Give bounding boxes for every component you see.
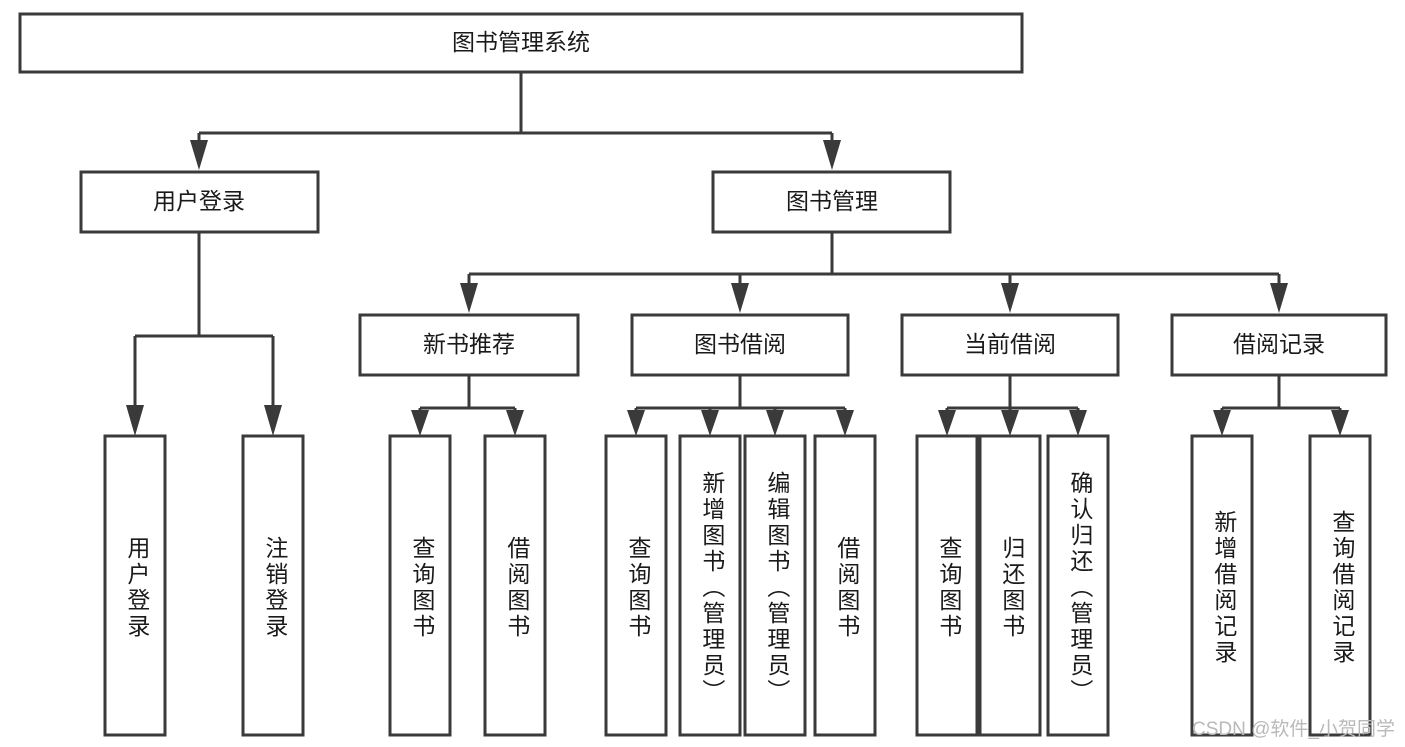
csdn-watermark: CSDN @软件_小贺同学 xyxy=(1192,719,1395,740)
arrow-head-leaf-user-login xyxy=(126,405,144,436)
node-borrow-record-box[interactable] xyxy=(1170,313,1388,377)
arrow-head-user-login xyxy=(190,140,208,170)
node-leaf-add-record-label: 新增借阅记录 xyxy=(1211,510,1238,666)
arrow-head-leaf-confirm-return xyxy=(1069,410,1087,436)
node-leaf-borrow-book-2-label: 借阅图书 xyxy=(834,536,861,640)
node-leaf-logout-login-label: 注销登录 xyxy=(262,536,289,640)
connector-root-to-level2 xyxy=(190,72,841,170)
node-leaf-query-book-3-box[interactable] xyxy=(915,434,979,737)
node-current-borrow-box[interactable] xyxy=(900,313,1120,377)
node-leaf-edit-book[interactable]: 编辑图书（管理员） xyxy=(743,434,807,737)
node-leaf-borrow-book-1-box[interactable] xyxy=(483,434,547,737)
node-book-borrow-box[interactable] xyxy=(630,313,850,377)
arrow-head-leaf-add-record xyxy=(1213,410,1231,436)
node-leaf-borrow-book-1-label: 借阅图书 xyxy=(504,536,531,640)
node-leaf-user-login-box[interactable] xyxy=(103,434,167,737)
arrow-head-current-borrow xyxy=(1001,283,1019,313)
node-book-management[interactable]: 图书管理 xyxy=(711,170,952,234)
node-leaf-borrow-book-1[interactable]: 借阅图书 xyxy=(483,434,547,737)
node-leaf-confirm-return-label: 确认归还（管理员） xyxy=(1067,471,1094,705)
arrow-head-book-management xyxy=(823,140,841,170)
node-borrow-record-label: 借阅记录 xyxy=(1233,331,1325,357)
node-leaf-borrow-book-2[interactable]: 借阅图书 xyxy=(813,434,877,737)
arrow-head-leaf-return-book xyxy=(1001,410,1019,436)
arrow-head-leaf-query-book-3 xyxy=(938,410,956,436)
arrow-head-new-book-recommend xyxy=(460,283,478,313)
node-leaf-query-book-3-label: 查询图书 xyxy=(936,536,963,640)
node-new-book-recommend-box[interactable] xyxy=(358,313,580,377)
node-leaf-query-book-2-box[interactable] xyxy=(604,434,668,737)
arrow-head-leaf-edit-book xyxy=(766,410,784,436)
node-leaf-query-book-1-label: 查询图书 xyxy=(409,536,436,640)
arrow-head-leaf-borrow-book-1 xyxy=(506,410,524,436)
connector-new-book-recommend-children xyxy=(411,375,524,436)
node-book-borrow[interactable]: 图书借阅 xyxy=(630,313,850,377)
arrow-head-leaf-logout-login xyxy=(264,405,282,436)
node-leaf-user-login-label: 用户登录 xyxy=(124,536,151,640)
connector-current-borrow-children xyxy=(938,375,1087,436)
node-leaf-add-book[interactable]: 新增图书（管理员） xyxy=(678,434,742,737)
arrow-head-leaf-query-book-1 xyxy=(411,410,429,436)
connector-borrow-record-children xyxy=(1213,375,1349,436)
node-leaf-query-book-2-label: 查询图书 xyxy=(625,536,652,640)
node-leaf-query-book-2[interactable]: 查询图书 xyxy=(604,434,668,737)
node-leaf-edit-book-label: 编辑图书（管理员） xyxy=(764,471,791,705)
connector-user-login-children xyxy=(126,232,282,436)
node-leaf-add-record[interactable]: 新增借阅记录 xyxy=(1190,434,1254,737)
node-leaf-query-book-3[interactable]: 查询图书 xyxy=(915,434,979,737)
node-borrow-record[interactable]: 借阅记录 xyxy=(1170,313,1388,377)
node-leaf-add-book-box[interactable] xyxy=(678,434,742,737)
arrow-head-leaf-query-record xyxy=(1331,410,1349,436)
node-leaf-query-book-1[interactable]: 查询图书 xyxy=(388,434,452,737)
node-leaf-edit-book-box[interactable] xyxy=(743,434,807,737)
node-root-box[interactable] xyxy=(18,12,1024,74)
arrow-head-borrow-record xyxy=(1270,283,1288,313)
node-leaf-return-book-box[interactable] xyxy=(978,434,1042,737)
node-user-login[interactable]: 用户登录 xyxy=(79,170,320,234)
node-leaf-query-record[interactable]: 查询借阅记录 xyxy=(1308,434,1372,737)
node-leaf-user-login[interactable]: 用户登录 xyxy=(103,434,167,737)
node-leaf-add-record-box[interactable] xyxy=(1190,434,1254,737)
connector-book-management-children xyxy=(460,232,1288,313)
node-leaf-add-book-label: 新增图书（管理员） xyxy=(699,471,726,705)
node-leaf-return-book[interactable]: 归还图书 xyxy=(978,434,1042,737)
node-leaf-query-record-box[interactable] xyxy=(1308,434,1372,737)
node-leaf-borrow-book-2-box[interactable] xyxy=(813,434,877,737)
node-new-book-recommend-label: 新书推荐 xyxy=(423,331,515,357)
node-current-borrow-label: 当前借阅 xyxy=(964,331,1056,357)
arrow-head-leaf-query-book-2 xyxy=(627,410,645,436)
node-leaf-logout-login-box[interactable] xyxy=(241,434,305,737)
node-book-management-box[interactable] xyxy=(711,170,952,234)
node-user-login-box[interactable] xyxy=(79,170,320,234)
arrow-head-leaf-add-book xyxy=(701,410,719,436)
node-root-label: 图书管理系统 xyxy=(452,29,590,55)
node-book-borrow-label: 图书借阅 xyxy=(694,331,786,357)
node-leaf-confirm-return[interactable]: 确认归还（管理员） xyxy=(1046,434,1110,737)
node-leaf-return-book-label: 归还图书 xyxy=(999,536,1026,640)
node-current-borrow[interactable]: 当前借阅 xyxy=(900,313,1120,377)
node-leaf-confirm-return-box[interactable] xyxy=(1046,434,1110,737)
node-leaf-query-book-1-box[interactable] xyxy=(388,434,452,737)
arrow-head-book-borrow xyxy=(731,283,749,313)
node-new-book-recommend[interactable]: 新书推荐 xyxy=(358,313,580,377)
node-leaf-query-record-label: 查询借阅记录 xyxy=(1329,510,1356,666)
arrow-head-leaf-borrow-book-2 xyxy=(836,410,854,436)
node-leaf-logout-login[interactable]: 注销登录 xyxy=(241,434,305,737)
node-root[interactable]: 图书管理系统 xyxy=(18,12,1024,74)
node-book-management-label: 图书管理 xyxy=(786,188,878,214)
node-user-login-label: 用户登录 xyxy=(153,188,245,214)
connector-book-borrow-children xyxy=(627,375,854,436)
